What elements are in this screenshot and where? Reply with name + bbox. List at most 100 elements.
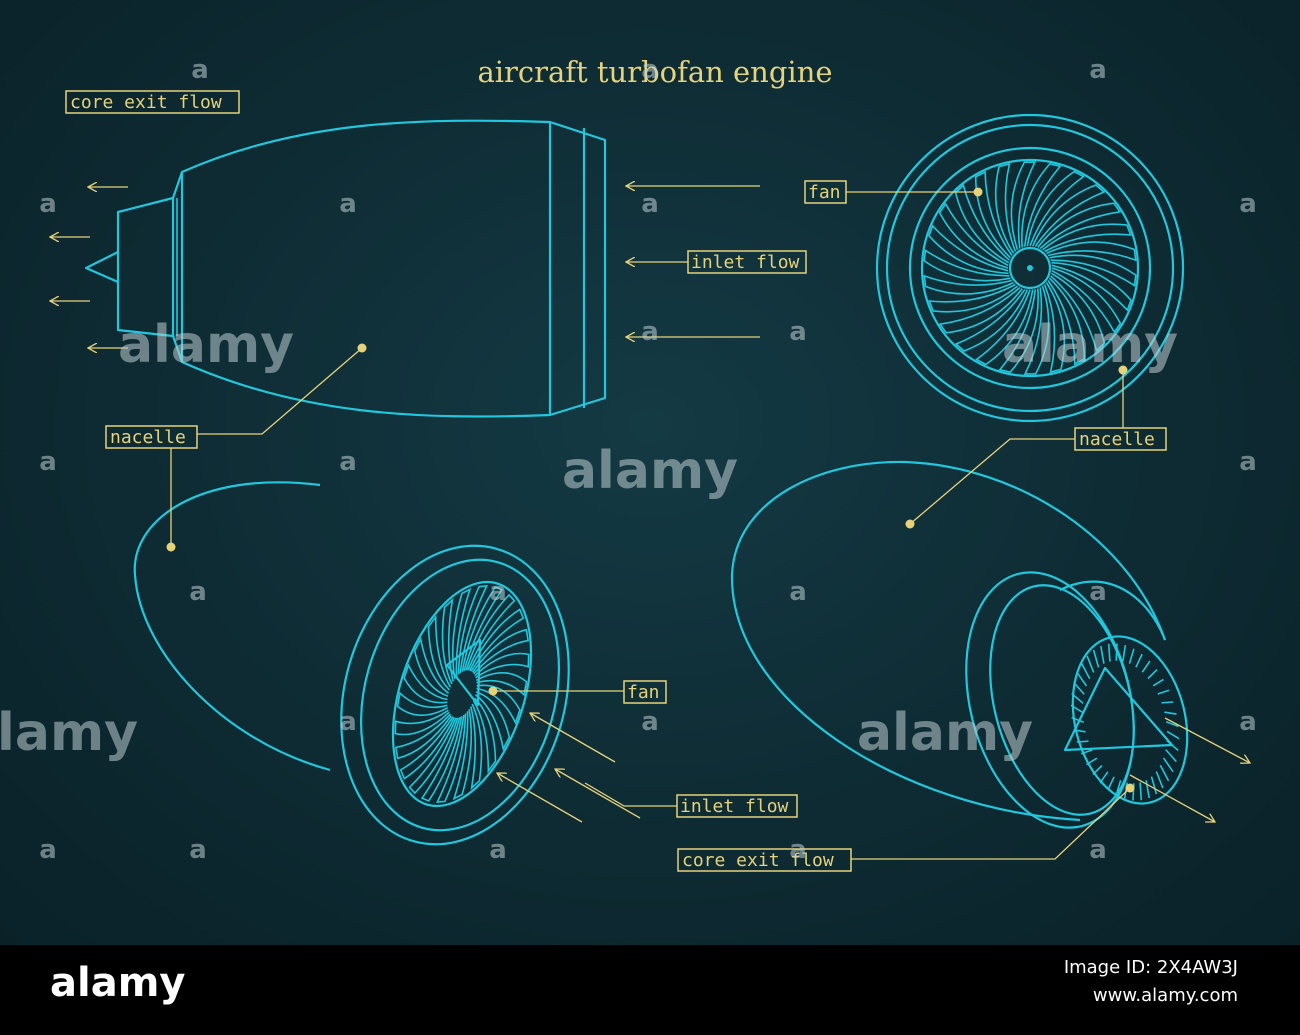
watermark-glyph: a	[1239, 707, 1257, 737]
side-view-engine	[84, 119, 607, 418]
turbine-blade	[1115, 643, 1118, 661]
label-text: fan	[627, 682, 660, 703]
callout-fan-front: fan	[804, 180, 983, 204]
fan-blade	[974, 170, 1013, 259]
fan-blade	[1049, 254, 1137, 287]
fan-blade	[1026, 170, 1086, 247]
watermark-glyph: a	[39, 447, 57, 477]
turbine-blade	[1165, 721, 1179, 728]
watermark-glyph: a	[641, 189, 659, 219]
watermark-glyph: a	[189, 577, 207, 607]
footer-url: www.alamy.com	[1092, 985, 1238, 1006]
turbine-blade	[1145, 780, 1150, 799]
turbine-blade	[1141, 660, 1151, 673]
watermark-glyph: a	[1089, 55, 1107, 85]
fan-blade	[413, 636, 449, 697]
fan-blade	[998, 288, 1039, 373]
leader-dot	[973, 187, 983, 197]
fan-blade	[1043, 282, 1066, 374]
turbine-blade	[1071, 716, 1085, 723]
fan-blade	[470, 703, 483, 791]
turbine-blade	[1080, 662, 1091, 680]
front-nacelle-outer	[875, 113, 1185, 423]
fan-blade	[1023, 285, 1050, 375]
watermark-text: alamy	[118, 315, 294, 375]
iso-front-lip-inner	[359, 558, 561, 832]
turbine-blade	[1128, 648, 1135, 664]
fan-blade	[451, 587, 472, 679]
turbine-blade	[1150, 776, 1158, 795]
watermark-glyph: a	[641, 707, 659, 737]
inlet-arrow	[497, 773, 583, 823]
label-box	[623, 680, 667, 704]
fan-blade	[1047, 277, 1086, 366]
callout-nacelle-side: nacelle	[105, 343, 367, 552]
watermark-glyph: a	[189, 835, 207, 865]
iso-front-fan-case	[391, 580, 533, 808]
front-fan-blades	[923, 161, 1137, 375]
blueprint-background: aircraft turbofan engine	[0, 0, 1300, 945]
fan-blade	[1037, 202, 1122, 250]
inlet-arrow	[530, 713, 616, 763]
turbine-blade	[1070, 704, 1084, 714]
turbine-blade	[1107, 643, 1111, 662]
fan-blade	[938, 202, 1009, 269]
iso-rear-engine	[730, 460, 1189, 829]
fan-blade	[472, 697, 497, 774]
side-exhaust-cone	[84, 251, 119, 284]
label-box	[65, 90, 240, 114]
turbine-blade	[1080, 749, 1093, 755]
iso-front-engine	[133, 481, 570, 846]
watermark-text: alamy	[562, 441, 738, 501]
watermark-text: alamy	[0, 703, 138, 763]
fan-blade	[923, 274, 1014, 295]
turbine-blade	[1147, 669, 1158, 680]
label-text: fan	[808, 182, 841, 203]
leader-line	[851, 787, 1131, 860]
fan-blade	[474, 652, 530, 679]
fan-blade	[452, 709, 473, 801]
fan-blade	[427, 614, 452, 691]
turbine-blade	[1071, 692, 1084, 704]
engine-diagram: aircraft turbofan engine	[0, 55, 1257, 872]
front-fan-case-inner	[920, 158, 1140, 378]
iso-rear-exhaust-cone	[1063, 666, 1174, 752]
turbine-blade	[1076, 740, 1089, 743]
fan-blade	[394, 713, 453, 760]
turbine-blade	[1122, 644, 1127, 662]
turbine-blade	[1162, 757, 1174, 773]
fan-blade	[923, 249, 1011, 282]
fan-blade	[994, 162, 1017, 254]
callout-fan-iso: fan	[488, 680, 667, 704]
label-text: nacelle	[110, 427, 186, 448]
turbine-blade	[1086, 655, 1095, 673]
fan-blade	[461, 586, 504, 672]
watermark-glyph: a	[789, 317, 807, 347]
label-box	[687, 250, 807, 274]
watermark-glyph: a	[1239, 189, 1257, 219]
fan-blade	[399, 716, 456, 780]
footer-bar	[0, 945, 1300, 1035]
leader-dot	[488, 686, 498, 696]
fan-blade	[408, 717, 459, 795]
front-spinner-center	[1027, 265, 1033, 271]
fan-blade	[1051, 261, 1132, 312]
watermark-glyph: a	[489, 577, 507, 607]
watermark-glyph: a	[39, 835, 57, 865]
leader-dot	[1118, 365, 1128, 375]
watermark-text: alamy	[1002, 315, 1178, 375]
turbine-blade	[1157, 689, 1170, 695]
label-box	[677, 848, 852, 872]
turbine-blade	[1139, 782, 1143, 801]
turbine-blade	[1166, 730, 1180, 740]
watermark-glyph: a	[1089, 835, 1107, 865]
turbine-blade	[1135, 653, 1143, 668]
watermark-glyph: a	[191, 55, 209, 85]
fan-blade	[394, 709, 450, 736]
watermark-layer: alamy alamy alamy alamy alamy	[0, 315, 1178, 763]
turbine-blade	[1092, 649, 1100, 668]
fan-blade	[928, 283, 1019, 313]
label-text: nacelle	[1079, 429, 1155, 450]
